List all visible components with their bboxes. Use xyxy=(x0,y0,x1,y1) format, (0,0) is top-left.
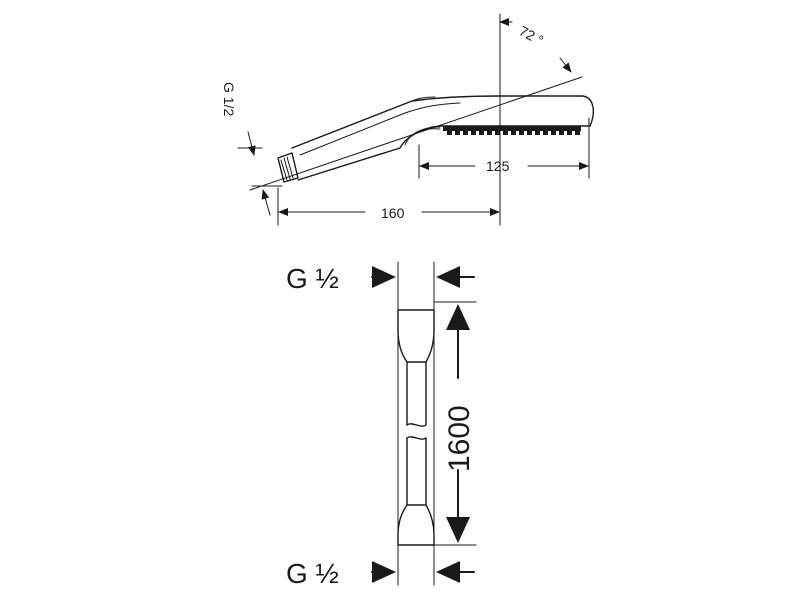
length-arrow-top xyxy=(446,304,470,330)
hose-bottom-nut xyxy=(397,504,435,546)
hose-break-top xyxy=(406,423,427,427)
bottom-thread-arrow-right xyxy=(436,561,460,583)
spray-nozzle xyxy=(511,130,516,135)
thread-dim-arrow-bottom xyxy=(261,189,271,216)
head-curve-inner xyxy=(411,128,441,137)
angle-label: 72 ° xyxy=(517,23,547,49)
spray-nozzle xyxy=(463,130,468,135)
spray-nozzles xyxy=(447,130,580,135)
top-thread-arrow-left xyxy=(372,266,396,288)
spray-nozzle xyxy=(551,130,556,135)
hose-drawing: 1600 G ½ G ½ xyxy=(286,261,477,589)
spray-nozzle xyxy=(527,130,532,135)
spray-nozzle xyxy=(495,130,500,135)
top-thread-arrow-right xyxy=(436,266,460,288)
hose-top-nut xyxy=(397,309,435,363)
spray-nozzle xyxy=(535,130,540,135)
spray-face xyxy=(443,126,581,131)
bottom-thread-label: G ½ xyxy=(286,558,339,589)
thread-connector xyxy=(277,152,299,183)
handle-inner-line xyxy=(299,102,461,156)
spray-nozzle xyxy=(471,130,476,135)
hose-break-bottom xyxy=(406,436,427,440)
spray-nozzle xyxy=(479,130,484,135)
spray-nozzle xyxy=(559,130,564,135)
spray-nozzle xyxy=(519,130,524,135)
spray-nozzle xyxy=(455,130,460,135)
length-arrow-bottom xyxy=(446,517,470,543)
overall-length-label: 160 xyxy=(381,205,405,221)
thread-dim-arrow-top xyxy=(247,131,256,156)
bottom-thread-arrow-left xyxy=(372,561,396,583)
top-thread-label: G ½ xyxy=(286,263,339,294)
spray-nozzle xyxy=(543,130,548,135)
head-top-line xyxy=(411,96,436,102)
spray-nozzle xyxy=(575,130,580,135)
spray-nozzle xyxy=(447,130,452,135)
thread-lines xyxy=(280,156,294,181)
angle-arrow-right xyxy=(559,57,572,73)
hose-length-label: 1600 xyxy=(443,405,476,472)
hand-shower-drawing: G 1/2 72 ° 125 160 xyxy=(221,13,595,226)
spray-nozzle xyxy=(567,130,572,135)
spray-nozzle xyxy=(503,130,508,135)
spray-length-label: 125 xyxy=(486,158,510,174)
spray-nozzle xyxy=(487,130,492,135)
shower-handle xyxy=(291,95,595,181)
thread-size-label: G 1/2 xyxy=(221,82,237,116)
